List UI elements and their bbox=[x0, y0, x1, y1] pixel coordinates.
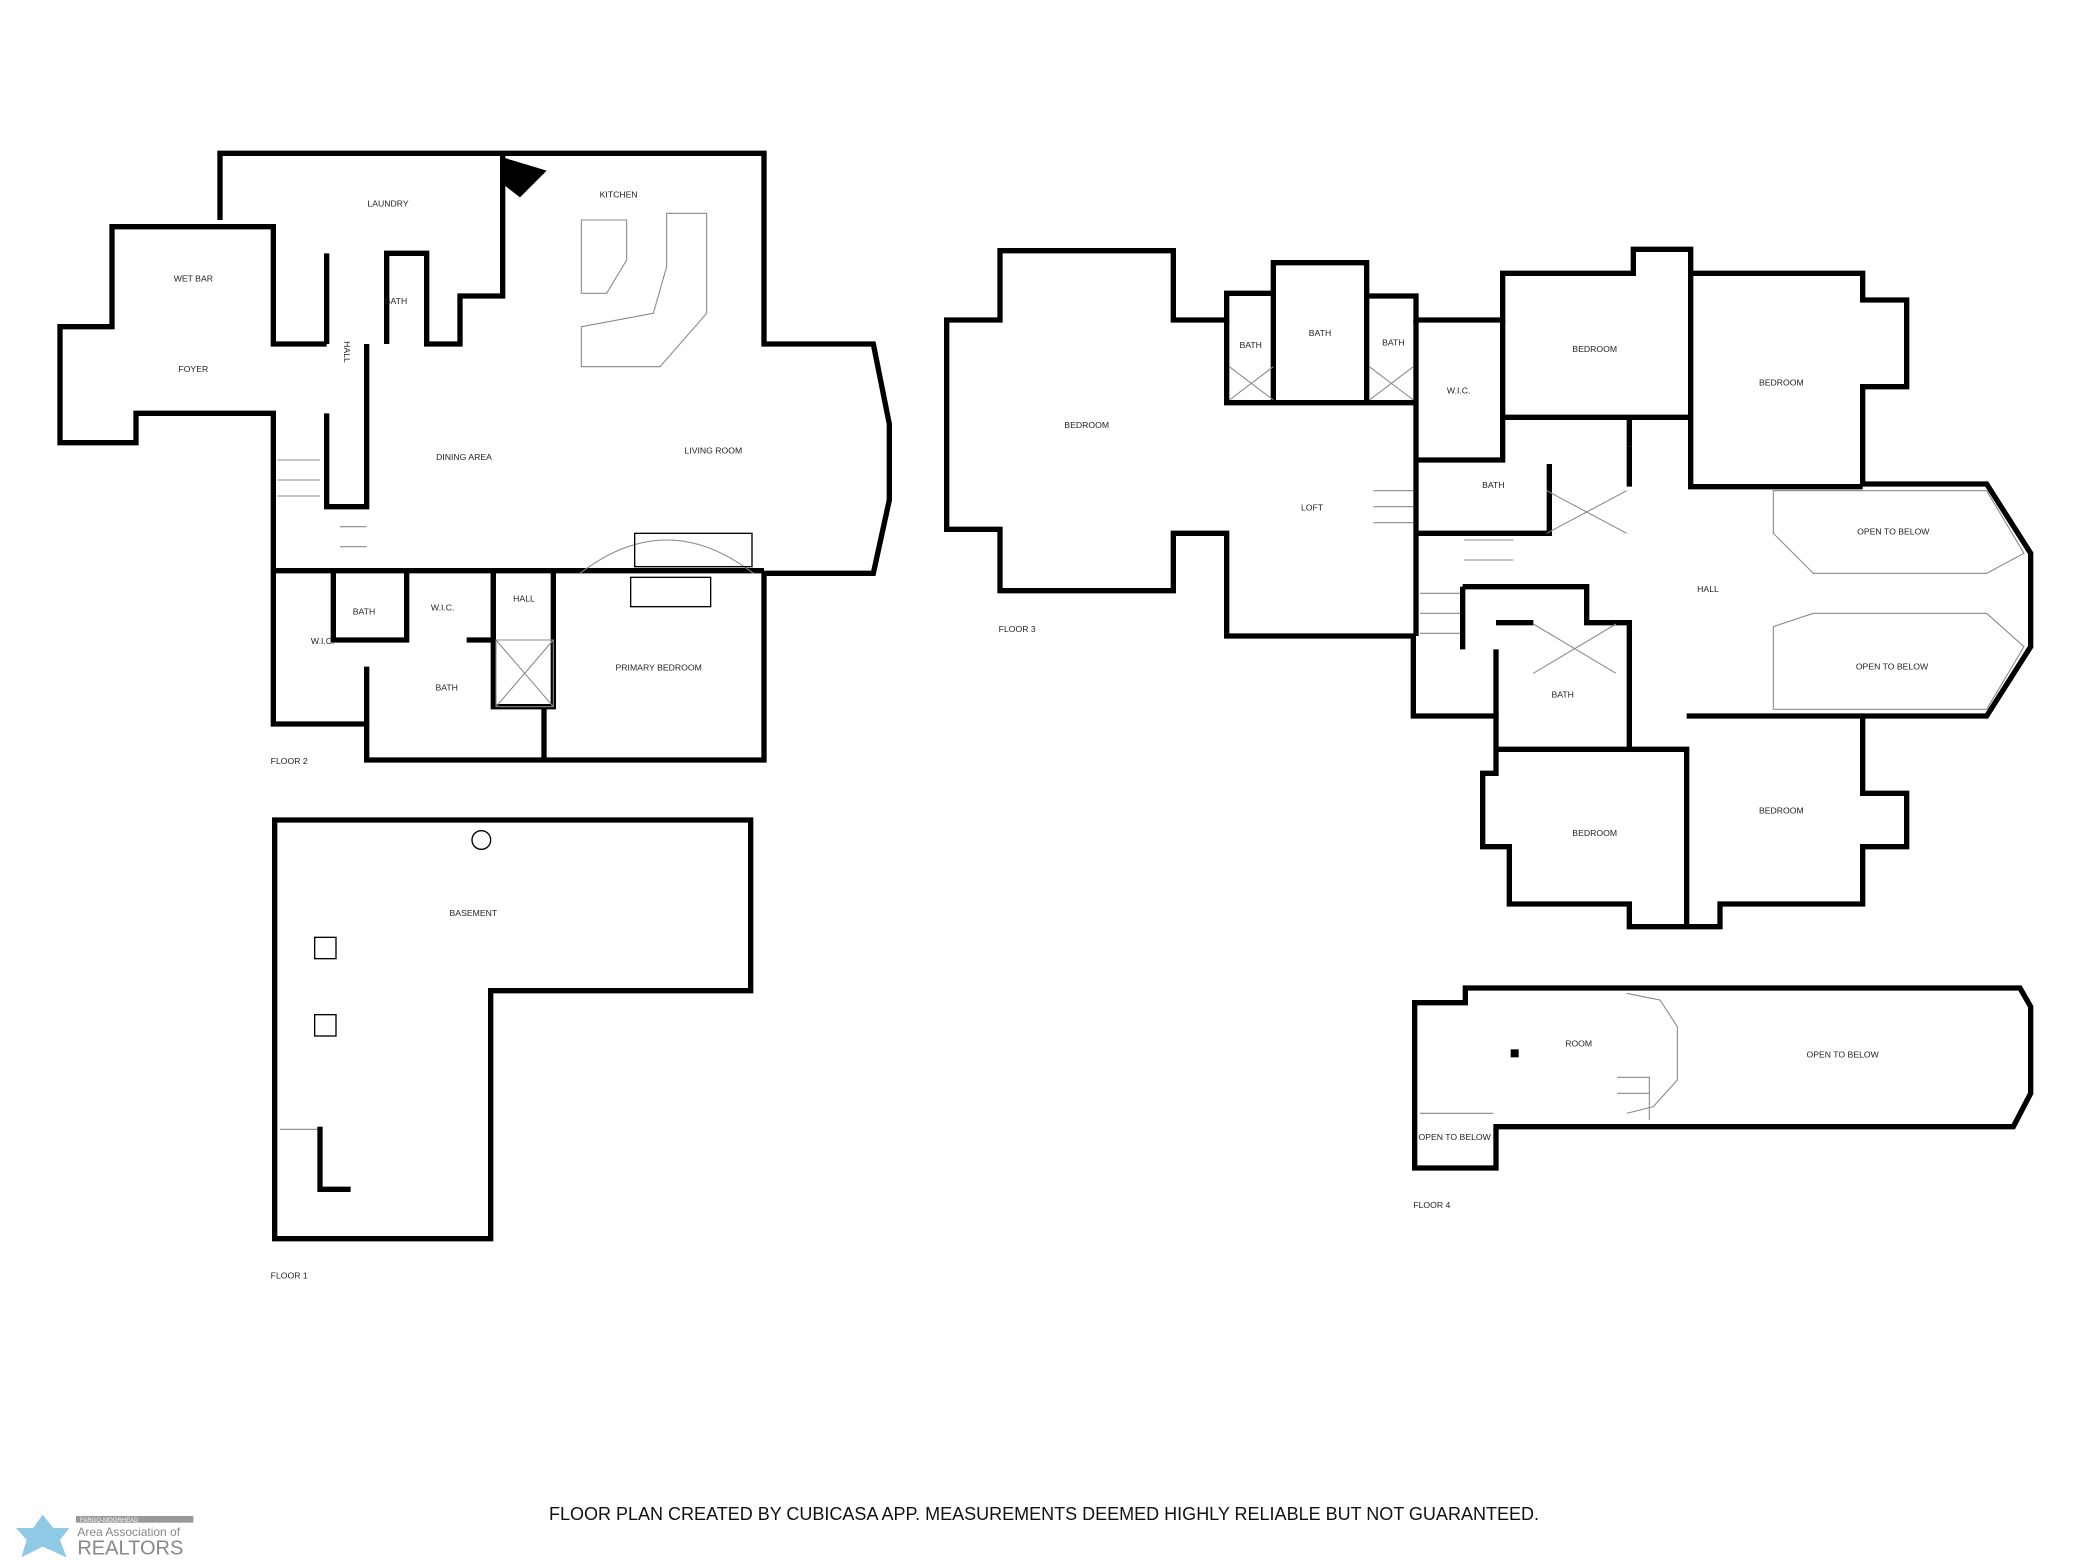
room-label: OPEN TO BELOW bbox=[1807, 1049, 1880, 1059]
room-label: BATH bbox=[1551, 689, 1573, 699]
room-label: LIVING ROOM bbox=[684, 445, 742, 455]
room-label: BEDROOM bbox=[1572, 828, 1617, 838]
floor-4: ROOM OPEN TO BELOW OPEN TO BELOW FLOOR 4 bbox=[1412, 985, 2034, 1210]
room-label: W.I.C. bbox=[431, 603, 455, 613]
room-label: BATH bbox=[385, 296, 407, 306]
room-label: KITCHEN bbox=[600, 189, 638, 199]
room-label: BATH bbox=[1309, 328, 1331, 338]
room-label: LOFT bbox=[1301, 503, 1324, 513]
room-label: WET BAR bbox=[174, 273, 213, 283]
floor-label: FLOOR 3 bbox=[999, 624, 1036, 634]
realtors-logo: FARGO-MOORHEAD Area Association of REALT… bbox=[16, 1514, 194, 1560]
room-label: BATH bbox=[353, 607, 375, 617]
disclaimer: FLOOR PLAN CREATED BY CUBICASA APP. MEAS… bbox=[549, 1504, 1539, 1524]
room-label: OPEN TO BELOW bbox=[1856, 661, 1929, 671]
floor-1: BASEMENT FLOOR 1 bbox=[271, 817, 754, 1281]
room-label: BATH bbox=[435, 683, 457, 693]
room-label: BATH bbox=[1382, 337, 1404, 347]
room-label: BATH bbox=[1482, 480, 1504, 490]
room-label: ROOM bbox=[1565, 1039, 1592, 1049]
svg-text:REALTORS: REALTORS bbox=[77, 1538, 183, 1560]
room-label: BASEMENT bbox=[450, 908, 498, 918]
room-label: OPEN TO BELOW bbox=[1857, 527, 1930, 537]
room-label: HALL bbox=[1697, 584, 1719, 594]
room-label: HALL bbox=[342, 341, 352, 363]
room-label: W.I.C. bbox=[311, 636, 335, 646]
room-label: OPEN TO BELOW bbox=[1419, 1132, 1492, 1142]
room-label: BEDROOM bbox=[1759, 805, 1804, 815]
room-label: BATH bbox=[1239, 340, 1261, 350]
room-label: BEDROOM bbox=[1064, 420, 1109, 430]
room-label: W.I.C. bbox=[1447, 385, 1471, 395]
room-label: DINING AREA bbox=[436, 452, 492, 462]
floor-2: LAUNDRY KITCHEN WET BAR BATH HALL FOYER … bbox=[57, 150, 892, 1130]
room-label: BEDROOM bbox=[1759, 377, 1804, 387]
star-icon bbox=[16, 1514, 70, 1558]
room-label: BEDROOM bbox=[1572, 344, 1617, 354]
room-label: HALL bbox=[513, 593, 535, 603]
floor-label: FLOOR 1 bbox=[271, 1271, 308, 1281]
floor-label: FLOOR 2 bbox=[271, 756, 308, 766]
floor-3: BEDROOM BATH BATH BATH W.I.C. BEDROOM BE… bbox=[944, 246, 2034, 930]
svg-text:Area Association of: Area Association of bbox=[77, 1525, 180, 1539]
svg-text:FARGO-MOORHEAD: FARGO-MOORHEAD bbox=[80, 1518, 139, 1524]
room-label: LAUNDRY bbox=[367, 199, 408, 209]
room-label: FOYER bbox=[178, 364, 208, 374]
room-label: PRIMARY BEDROOM bbox=[616, 663, 702, 673]
floor-label: FLOOR 4 bbox=[1413, 1200, 1450, 1210]
